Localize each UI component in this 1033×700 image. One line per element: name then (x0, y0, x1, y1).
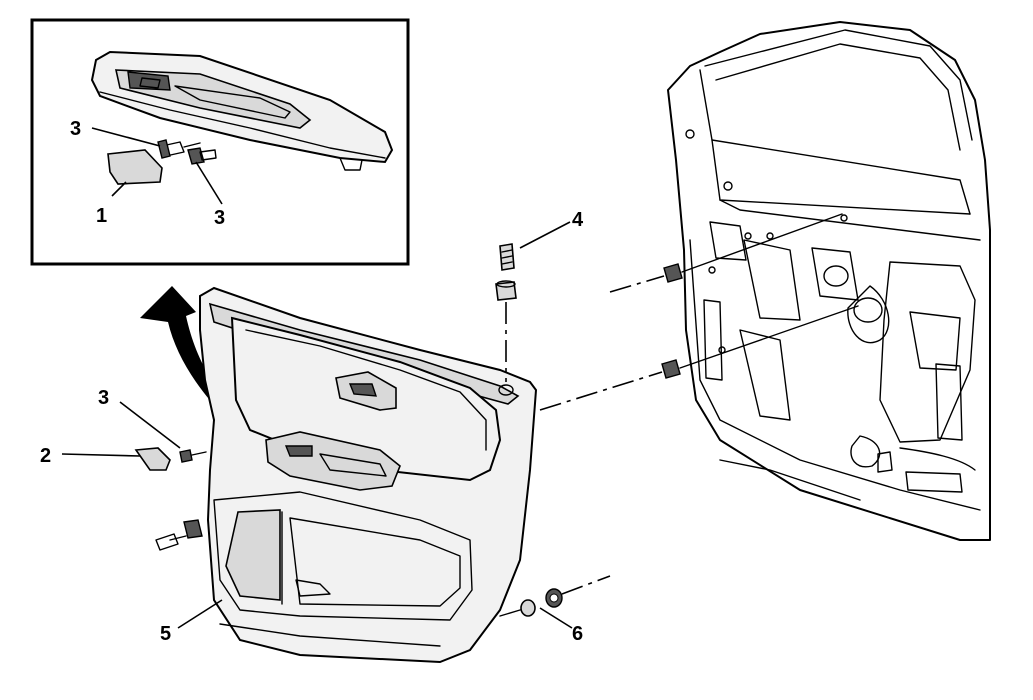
retainer-part (495, 243, 517, 382)
panel-screw-part (179, 449, 207, 463)
callout-panel-screw: 3 (98, 387, 109, 409)
lower-clip-part (155, 519, 203, 551)
fastener-part (499, 575, 611, 617)
callout-inset-bezel: 1 (96, 205, 107, 227)
inset-bezel-part (107, 149, 163, 185)
door-trim-panel-part (134, 286, 538, 664)
inset-screw-a-part (157, 139, 201, 159)
inset-detail-box: 3 1 3 (30, 18, 410, 266)
callout-door-trim-panel: 5 (160, 623, 171, 645)
door-clip-part (539, 213, 859, 411)
callout-inset-screw-b: 3 (214, 207, 225, 229)
inset-armrest (90, 50, 394, 171)
inset-screw-b-part (187, 147, 217, 165)
callout-fastener: 6 (572, 623, 583, 645)
door-inner-frame (667, 21, 991, 541)
callout-retainer: 4 (572, 209, 584, 231)
callout-cover: 2 (40, 445, 51, 467)
cover-part (134, 447, 171, 471)
callout-inset-screw-a: 3 (70, 118, 81, 140)
